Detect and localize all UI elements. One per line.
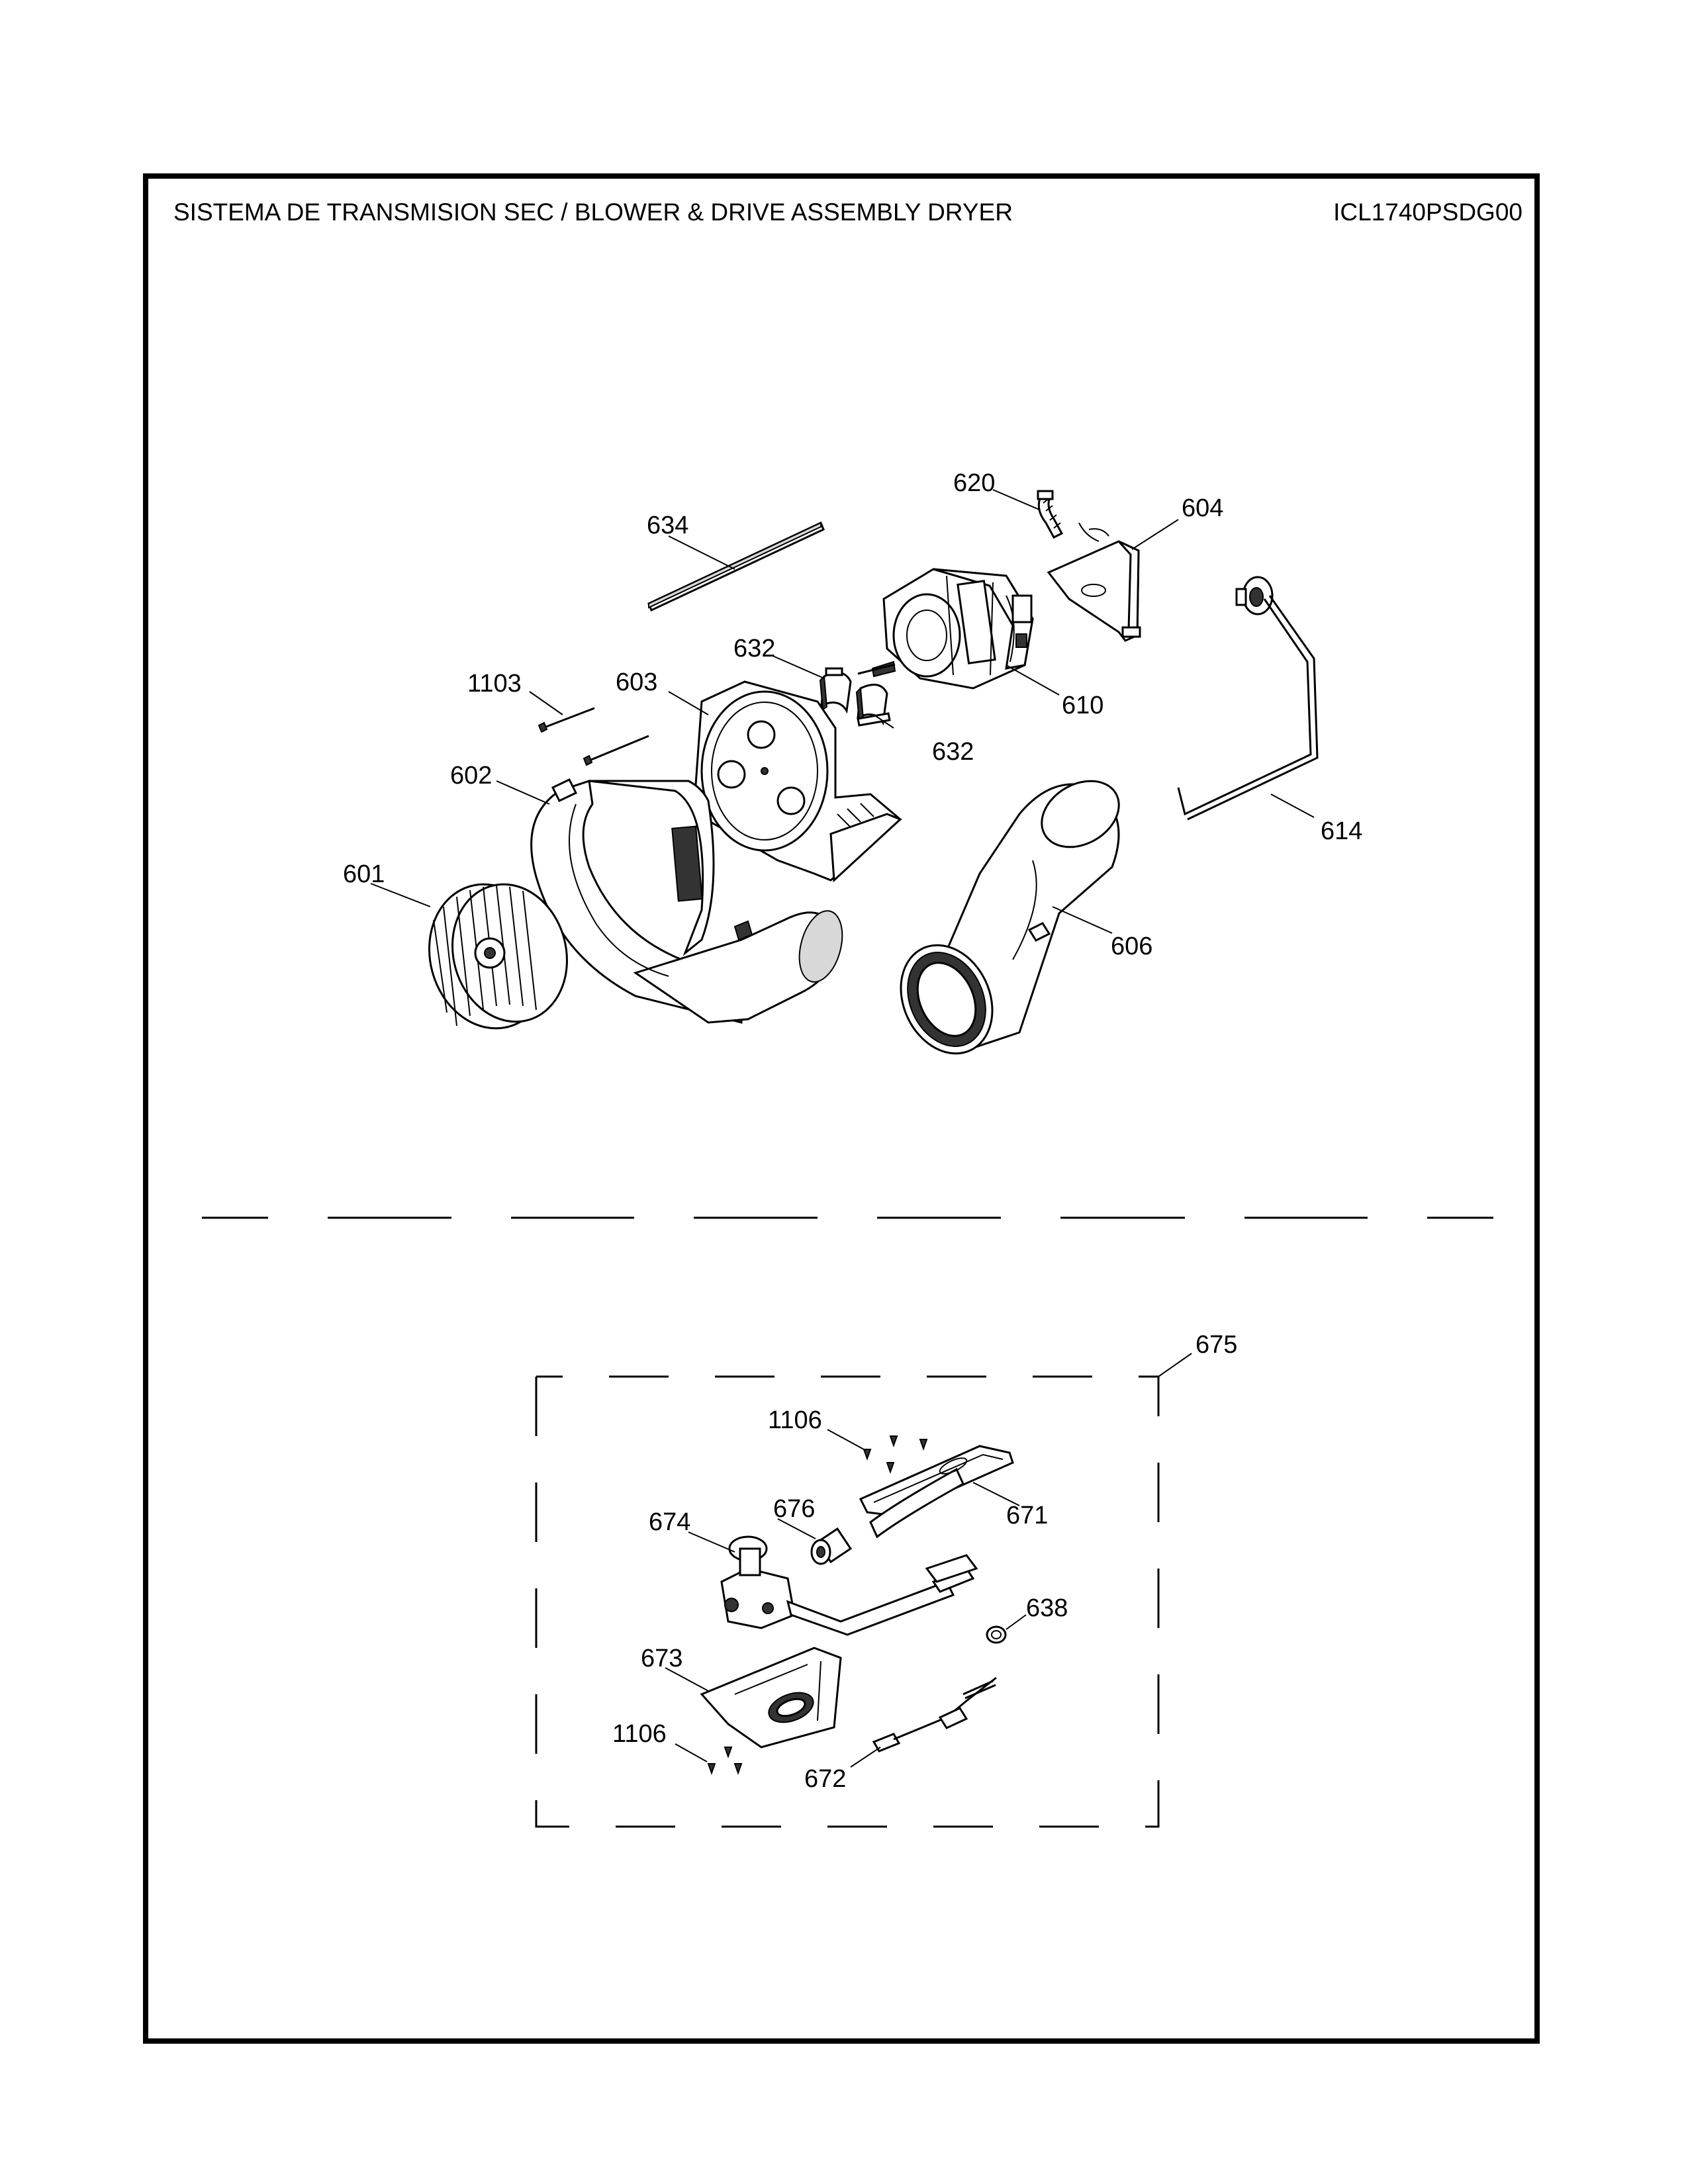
part-634-strip bbox=[647, 521, 825, 612]
callout-676: 676 bbox=[773, 1495, 815, 1523]
callout-602: 602 bbox=[450, 762, 492, 790]
part-632-bearing-upper bbox=[819, 667, 852, 714]
part-674-gas-valve bbox=[720, 1535, 978, 1636]
part-606-duct bbox=[900, 780, 1120, 1055]
part-638-grommet bbox=[986, 1625, 1007, 1644]
callout-610: 610 bbox=[1062, 692, 1103, 719]
part-673-burner-bracket bbox=[700, 1647, 842, 1749]
callout-604: 604 bbox=[1182, 494, 1223, 522]
callout-1103: 1103 bbox=[467, 670, 522, 698]
part-620-clip bbox=[1037, 490, 1064, 539]
part-601-blower-wheel bbox=[428, 883, 568, 1030]
callout-671: 671 bbox=[1006, 1502, 1048, 1529]
callout-672: 672 bbox=[804, 1765, 846, 1793]
callout-labels: 620 604 634 632 632 1103 603 610 602 614… bbox=[343, 469, 1362, 1793]
model-number: ICL1740PSDG00 bbox=[1333, 199, 1523, 226]
part-1106-screws-upper bbox=[863, 1435, 928, 1474]
sheet-border bbox=[143, 173, 1540, 2044]
part-614-switch-wire bbox=[1177, 576, 1319, 821]
part-602-housing-front bbox=[530, 778, 843, 1024]
part-603-housing-back bbox=[694, 680, 902, 883]
part-604-bracket bbox=[1047, 522, 1141, 642]
part-610-motor bbox=[857, 568, 1034, 690]
part-676-spacer bbox=[810, 1527, 853, 1565]
kit-675-outline bbox=[535, 1375, 1160, 1828]
callout-620: 620 bbox=[953, 469, 995, 497]
callout-673: 673 bbox=[641, 1645, 682, 1672]
callout-675: 675 bbox=[1196, 1331, 1237, 1359]
callout-606: 606 bbox=[1111, 933, 1152, 960]
leader-lines bbox=[370, 489, 1315, 1768]
callout-674: 674 bbox=[649, 1508, 690, 1536]
part-672-igniter bbox=[872, 1676, 997, 1752]
part-632-bearing-lower bbox=[855, 684, 891, 727]
callout-601: 601 bbox=[343, 860, 385, 888]
part-1103-bolts bbox=[538, 707, 649, 766]
diagram-title: SISTEMA DE TRANSMISION SEC / BLOWER & DR… bbox=[173, 199, 1013, 226]
part-671-bracket bbox=[859, 1445, 1014, 1539]
callout-1106-upper: 1106 bbox=[768, 1406, 822, 1434]
callout-1106-lower: 1106 bbox=[612, 1720, 667, 1748]
callout-632-lower: 632 bbox=[932, 738, 974, 766]
callout-603: 603 bbox=[616, 668, 657, 696]
part-1106-screws-lower bbox=[707, 1747, 743, 1775]
callout-632-upper: 632 bbox=[733, 635, 775, 662]
callout-614: 614 bbox=[1321, 817, 1362, 845]
callout-638: 638 bbox=[1026, 1594, 1068, 1622]
callout-634: 634 bbox=[647, 512, 688, 539]
